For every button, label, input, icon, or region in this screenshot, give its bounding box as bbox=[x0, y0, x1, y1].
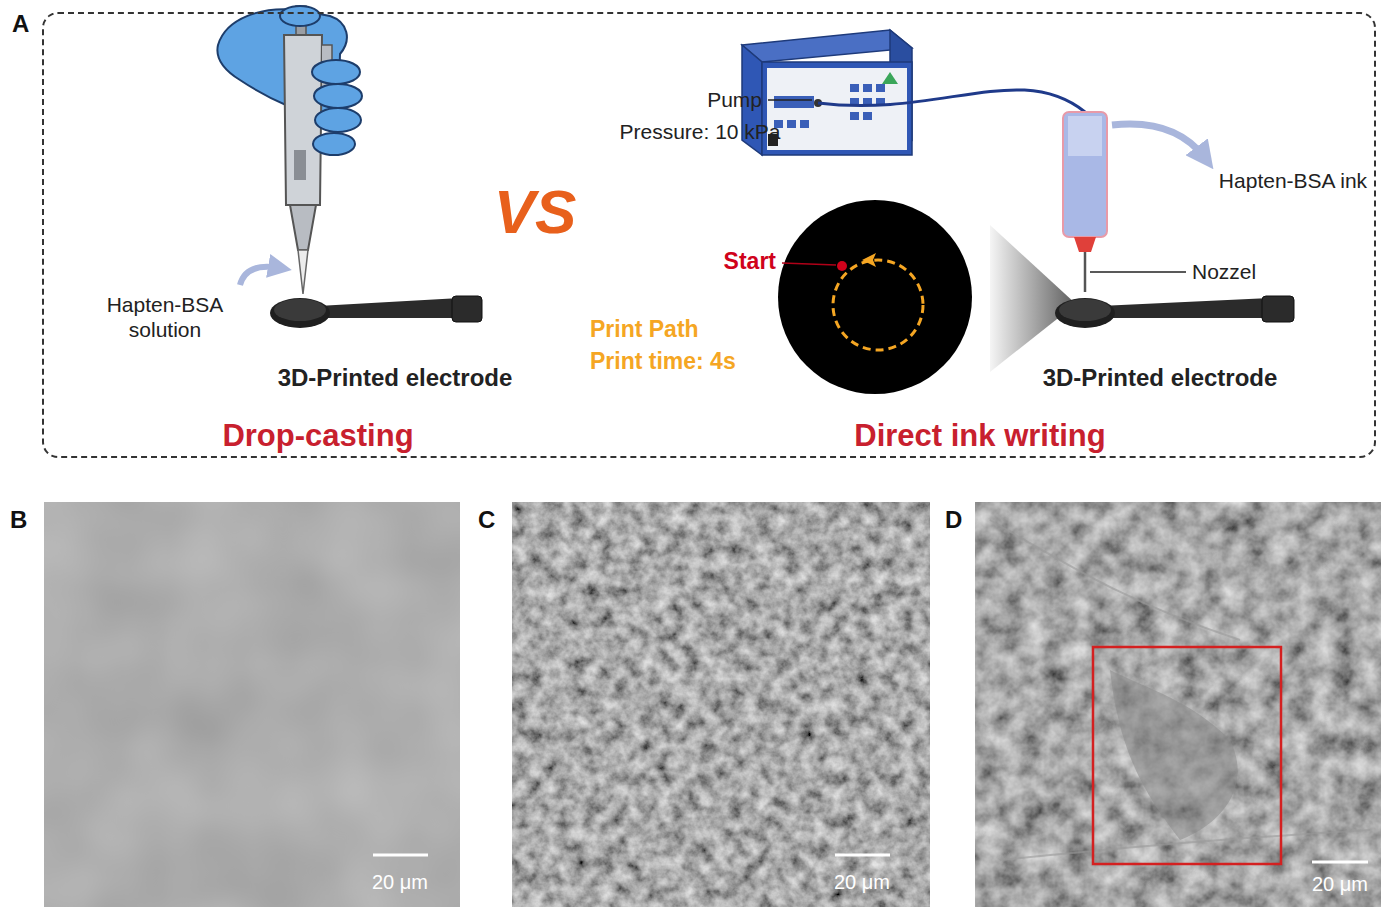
method-title: Direct ink writing bbox=[854, 417, 1105, 454]
device-label: 3D-Printed electrode bbox=[278, 364, 513, 393]
leader-line bbox=[1090, 271, 1186, 273]
path-label: Print Path bbox=[590, 316, 699, 344]
pump bbox=[742, 30, 912, 62]
material-label: Hapten-BSA solution bbox=[85, 292, 245, 342]
part-label: Pump bbox=[707, 87, 762, 112]
scale-label: 20 μm bbox=[1312, 872, 1368, 896]
parameter-label: Print time: 4s bbox=[590, 348, 736, 376]
panel-letter: C bbox=[478, 506, 495, 535]
sem-panel: D20 μm bbox=[975, 502, 1381, 907]
parameter-label: Pressure: 10 kPa bbox=[619, 119, 780, 144]
start-label: Start bbox=[724, 248, 776, 276]
highlight-box bbox=[1093, 647, 1281, 864]
electrode bbox=[270, 298, 330, 328]
scale-bar bbox=[373, 854, 428, 857]
panel-letter: A bbox=[12, 10, 29, 39]
scale-bar bbox=[1312, 861, 1368, 864]
material-label: Hapten-BSA ink bbox=[1218, 168, 1368, 193]
electrode-top-view bbox=[778, 200, 972, 394]
scale-label: 20 μm bbox=[834, 870, 890, 894]
leader-line bbox=[782, 263, 836, 265]
start-dot bbox=[837, 261, 847, 271]
sem-image bbox=[44, 502, 460, 907]
sem-image bbox=[975, 502, 1381, 907]
part-label: Nozzel bbox=[1192, 259, 1256, 284]
sem-image bbox=[512, 502, 930, 907]
panel-frame: A bbox=[42, 12, 1376, 458]
syringe bbox=[1063, 112, 1107, 237]
flow-arrow bbox=[240, 267, 280, 285]
electrode bbox=[1055, 298, 1115, 328]
tube bbox=[818, 90, 1085, 112]
method-title: Drop-casting bbox=[222, 417, 413, 454]
flow-arrow bbox=[1112, 124, 1205, 158]
zoom-cone bbox=[990, 225, 1076, 372]
sem-panel: C20 μm bbox=[512, 502, 930, 907]
sem-panel: B20 μm bbox=[44, 502, 460, 907]
print-path bbox=[833, 260, 923, 350]
versus-label: VS bbox=[494, 175, 577, 249]
panel-letter: D bbox=[945, 506, 962, 535]
scale-bar bbox=[835, 854, 890, 857]
scale-label: 20 μm bbox=[372, 870, 428, 894]
leader-line bbox=[768, 99, 812, 101]
device-label: 3D-Printed electrode bbox=[1043, 364, 1278, 393]
panel-letter: B bbox=[10, 506, 27, 535]
